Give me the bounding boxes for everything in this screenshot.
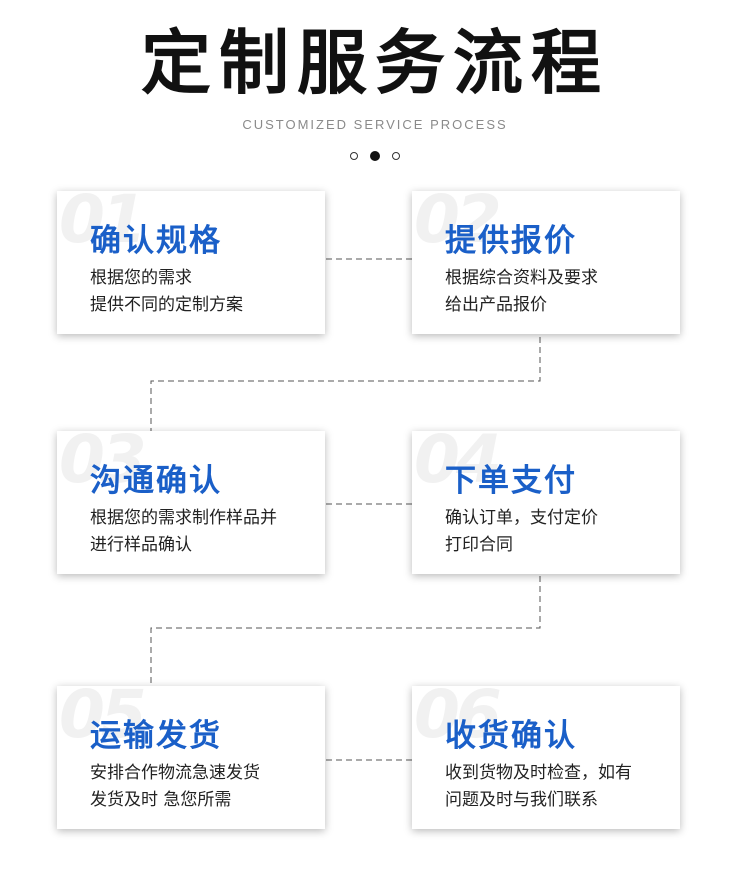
step-line-1: 安排合作物流急速发货 (90, 763, 260, 783)
step-number: 02 (414, 191, 502, 258)
step-line-2: 提供不同的定制方案 (90, 295, 243, 315)
step-card-3: 03 沟通确认 根据您的需求制作样品并 进行样品确认 (57, 431, 325, 574)
step-line-2: 发货及时 急您所需 (90, 790, 232, 810)
step-card-6: 06 收货确认 收到货物及时检查，如有 问题及时与我们联系 (412, 686, 680, 829)
step-line-1: 收到货物及时检查，如有 (445, 763, 632, 783)
connector-2-3 (150, 337, 541, 431)
dot-2 (370, 151, 380, 161)
step-number: 06 (414, 686, 502, 753)
step-title: 确认规格 (90, 223, 222, 259)
page-title: 定制服务流程 (141, 22, 609, 104)
step-number: 01 (59, 191, 147, 258)
step-card-5: 05 运输发货 安排合作物流急速发货 发货及时 急您所需 (57, 686, 325, 829)
step-number: 04 (414, 431, 502, 498)
step-title: 提供报价 (445, 223, 577, 259)
step-card-1: 01 确认规格 根据您的需求 提供不同的定制方案 (57, 191, 325, 334)
step-number: 03 (59, 431, 147, 498)
dot-1 (350, 152, 358, 160)
step-line-2: 打印合同 (445, 535, 513, 555)
dot-3 (392, 152, 400, 160)
step-title: 运输发货 (90, 718, 222, 754)
step-title: 收货确认 (445, 718, 577, 754)
step-card-2: 02 提供报价 根据综合资料及要求 给出产品报价 (412, 191, 680, 334)
connector-4-5 (150, 576, 541, 686)
step-line-1: 根据您的需求 (90, 268, 192, 288)
step-line-2: 给出产品报价 (445, 295, 547, 315)
step-line-1: 确认订单，支付定价 (445, 508, 598, 528)
step-line-2: 进行样品确认 (90, 535, 192, 555)
step-line-1: 根据综合资料及要求 (445, 268, 598, 288)
step-number: 05 (59, 686, 147, 753)
carousel-dots (0, 150, 750, 162)
step-line-1: 根据您的需求制作样品并 (90, 508, 277, 528)
step-line-2: 问题及时与我们联系 (445, 790, 598, 810)
page-subtitle: CUSTOMIZED SERVICE PROCESS (242, 117, 508, 132)
step-title: 下单支付 (445, 463, 577, 499)
step-card-4: 04 下单支付 确认订单，支付定价 打印合同 (412, 431, 680, 574)
step-title: 沟通确认 (90, 463, 222, 499)
